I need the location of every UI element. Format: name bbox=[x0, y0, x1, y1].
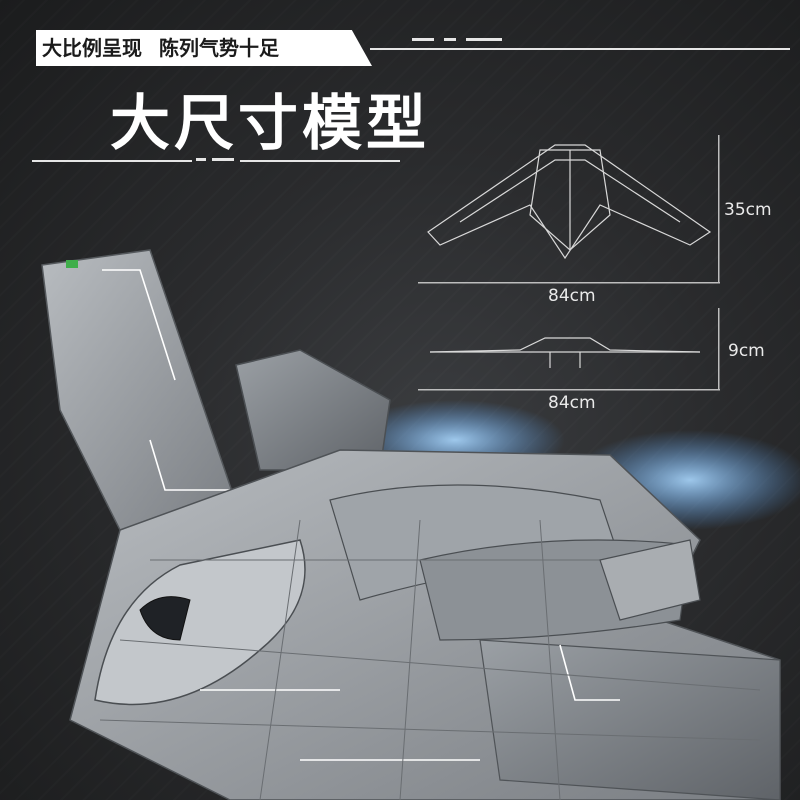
side-view-outline bbox=[429, 337, 701, 368]
panel-lines bbox=[99, 519, 761, 800]
right-wing bbox=[479, 639, 781, 800]
tagline-bar: 大比例呈现 陈列气势十足 bbox=[36, 30, 372, 66]
tagline-part2: 陈列气势十足 bbox=[158, 36, 279, 60]
hud-dash-1 bbox=[412, 38, 434, 41]
top-view-width-label: 84cm bbox=[548, 286, 596, 306]
fuselage-markings bbox=[200, 644, 620, 761]
headline-dash-b bbox=[212, 158, 234, 161]
headline-bracket-right bbox=[240, 160, 400, 162]
headline-bracket-left bbox=[32, 160, 192, 162]
right-fin bbox=[599, 539, 701, 621]
green-brick-marker bbox=[66, 260, 78, 268]
side-view-width-label: 84cm bbox=[548, 393, 596, 413]
cockpit-window bbox=[139, 596, 191, 641]
side-view-width-line bbox=[418, 389, 720, 391]
side-view-height-line bbox=[718, 308, 720, 390]
tagline-part1: 大比例呈现 bbox=[42, 36, 142, 60]
cockpit-nose bbox=[94, 539, 306, 706]
top-view-outline bbox=[427, 144, 712, 260]
hud-underline bbox=[370, 48, 790, 50]
tail-fin bbox=[235, 349, 391, 471]
hud-dash-2 bbox=[444, 38, 456, 41]
hud-dash-3 bbox=[466, 38, 502, 41]
side-view-height-label: 9cm bbox=[728, 341, 765, 361]
left-wing bbox=[41, 249, 242, 531]
left-wing-markings bbox=[102, 269, 230, 491]
headline-dash-a bbox=[196, 158, 206, 161]
top-view-height-line bbox=[718, 135, 720, 283]
top-view-width-line bbox=[418, 282, 720, 284]
top-view-height-label: 35cm bbox=[724, 200, 772, 220]
headline-title: 大尺寸模型 bbox=[110, 89, 430, 159]
